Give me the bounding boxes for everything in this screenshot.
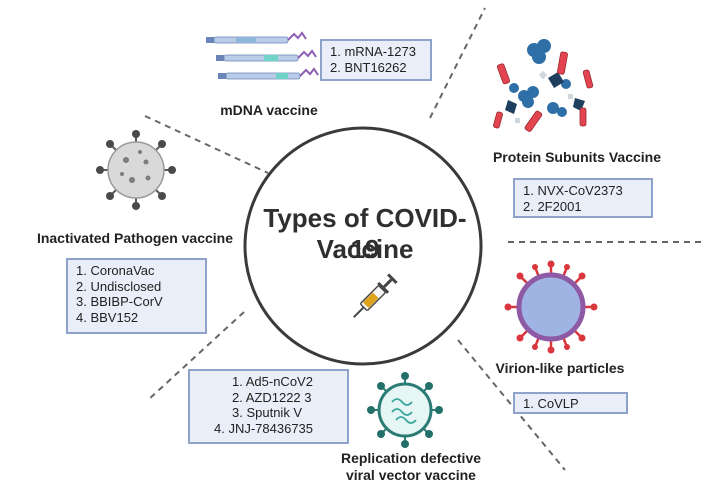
virion-like-particle-icon [504,260,598,354]
viral-vector-list-box: 1. Ad5-nCoV2 2. AZD1222 3 3. Sputnik V 4… [188,369,349,444]
mrna-vaccine-list-box: 1. mRNA-1273 2. BNT16262 [320,39,432,81]
protein-subunits-icon [493,39,594,132]
viral-vector-icon [367,372,443,448]
viral-vector-item: 2. AZD1222 3 [232,389,312,405]
mrna-vaccine-item: 1. mRNA-1273 [330,44,416,59]
connector-inactivated [144,115,269,174]
protein-subunits-item: 1. NVX-CoV2373 [523,183,623,198]
viral-vector-item: 3. Sputnik V [232,405,303,420]
mrna-strand-icon [206,31,319,80]
viral-vector-item: 4. JNJ-78436735 [214,420,314,436]
viral-vector-label-line-1: Replication defective [340,450,482,466]
inactivated-pathogen-item: 3. BBIBP-CorV [76,294,163,309]
viral-vector-label-line-2: viral vector vaccine [346,467,476,483]
virion-like-particles-item: 1. CoVLP [523,396,579,411]
mrna-vaccine-label: mDNA vaccine [220,102,318,118]
virion-like-particles-label: Virion-like particles [495,360,625,376]
inactivated-virus-icon [96,130,176,210]
mrna-vaccine-item: 2. BNT16262 [330,59,407,75]
inactivated-pathogen-label: Inactivated Pathogen vaccine [36,230,234,246]
syringe-icon [353,273,398,318]
protein-subunits-label: Protein Subunits Vaccine [492,149,662,165]
connector-lines [144,7,706,471]
inactivated-pathogen-list-box: 1. CoronaVac 2. Undisclosed 3. BBIBP-Cor… [66,258,207,334]
diagram-title-line-2: Vaccine [316,234,414,264]
connector-protein [429,7,486,119]
inactivated-pathogen-item: 1. CoronaVac [76,263,155,278]
protein-subunits-item: 2. 2F2001 [523,198,582,214]
center-circle [243,126,483,366]
diagram-title-line-1: Types of COVID-19 [263,203,467,264]
virion-like-particles-list-box: 1. CoVLP [513,392,628,414]
inactivated-pathogen-item: 2. Undisclosed [76,278,162,294]
viral-vector-item: 1. Ad5-nCoV2 [232,374,313,389]
inactivated-pathogen-item: 4. BBV152 [76,309,139,325]
protein-subunits-list-box: 1. NVX-CoV2373 2. 2F2001 [513,178,653,218]
